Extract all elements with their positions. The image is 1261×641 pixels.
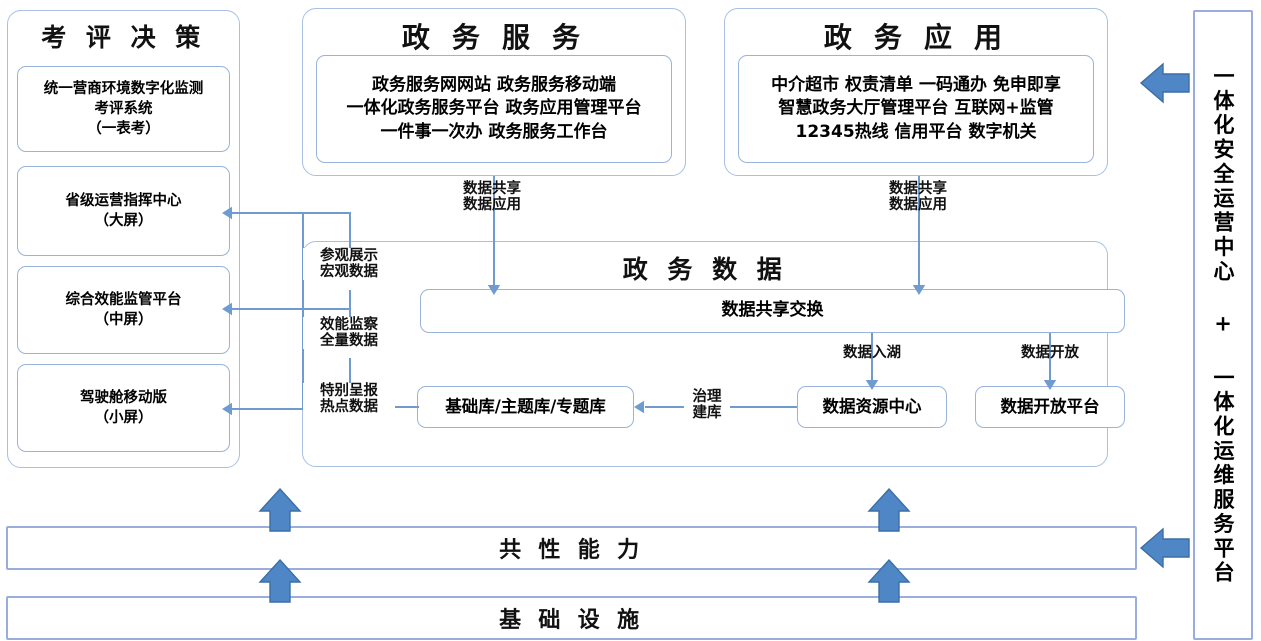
- connector-to-left-item-1: [228, 212, 350, 214]
- data-open-platform-box[interactable]: 数据开放平台: [975, 386, 1125, 428]
- gov-service-content: 政务服务网网站 政务服务移动端 一体化政务服务平台 政务应用管理平台 一件事一次…: [346, 74, 642, 142]
- gov-application-content: 中介超市 权责清单 一码通办 免申即享 智慧政务大厅管理平台 互联网+监管 12…: [771, 74, 1061, 142]
- gov-service-content-box[interactable]: 政务服务网网站 政务服务移动端 一体化政务服务平台 政务应用管理平台 一件事一次…: [316, 55, 672, 163]
- right-column-panel[interactable]: 一体化安全运营中心 + 一体化运维服务平台: [1193, 10, 1253, 640]
- label-share-apply-right: 数据共享 数据应用: [889, 181, 947, 214]
- left-item-1-label: 省级运营指挥中心 （大屏）: [65, 193, 182, 229]
- infrastructure-label: 基 础 设 施: [499, 608, 644, 633]
- data-resource-center-box[interactable]: 数据资源中心: [797, 386, 947, 428]
- data-exchange-box[interactable]: 数据共享交换: [420, 289, 1125, 333]
- down-arrowhead-icon-application: [912, 285, 926, 295]
- up-arrow-icon-right-top: [867, 487, 911, 532]
- left-arrowhead-icon-item1: [222, 206, 232, 220]
- gov-application-title: 政 务 应 用: [823, 21, 1009, 54]
- left-arrowhead-icon-library: [634, 400, 644, 414]
- left-column-title: 考 评 决 策: [41, 23, 206, 52]
- data-library-box[interactable]: 基础库/主题库/专题库: [417, 386, 634, 428]
- left-item-3-label: 驾驶舱移动版 （小屏）: [80, 390, 167, 426]
- label-share-apply-left: 数据共享 数据应用: [463, 181, 521, 214]
- up-arrow-icon-right-bottom: [867, 558, 911, 603]
- left-arrowhead-icon-item3: [222, 402, 232, 416]
- label-visit-display: 参观展示 宏观数据: [303, 248, 395, 281]
- data-resource-center-label: 数据资源中心: [822, 396, 922, 416]
- label-data-into-lake: 数据入湖: [843, 345, 901, 361]
- gov-data-title: 政 务 数 据: [622, 255, 788, 284]
- left-item-2-label: 综合效能监管平台 （中屏）: [65, 292, 182, 328]
- left-item-1[interactable]: 省级运营指挥中心 （大屏）: [17, 166, 230, 256]
- common-capability-bar[interactable]: 共 性 能 力: [6, 526, 1137, 570]
- data-exchange-label: 数据共享交换: [721, 300, 824, 321]
- common-capability-label: 共 性 能 力: [499, 538, 644, 563]
- connector-application-to-data: [918, 176, 920, 286]
- data-library-label: 基础库/主题库/专题库: [445, 396, 606, 416]
- up-arrow-icon-left-top: [258, 487, 302, 532]
- connector-trunk-efficiency: [349, 290, 351, 318]
- left-arrow-icon-top: [1139, 62, 1190, 104]
- data-open-platform-label: 数据开放平台: [1000, 396, 1100, 416]
- down-arrowhead-icon-service: [487, 285, 501, 295]
- infrastructure-bar[interactable]: 基 础 设 施: [6, 596, 1137, 640]
- connector-exchange-to-open: [1049, 333, 1051, 381]
- connector-to-left-item-3: [228, 408, 350, 410]
- connector-trunk-main: [302, 212, 304, 410]
- label-data-open: 数据开放: [1021, 345, 1079, 361]
- gov-service-title: 政 务 服 务: [401, 21, 587, 54]
- connector-trunk-visit: [349, 212, 351, 272]
- gov-data-panel: [302, 241, 1108, 467]
- left-arrowhead-icon-item2: [222, 302, 232, 316]
- left-item-0[interactable]: 统一营商环境数字化监测 考评系统 （一表考）: [17, 66, 230, 152]
- left-item-3[interactable]: 驾驶舱移动版 （小屏）: [17, 364, 230, 452]
- gov-application-content-box[interactable]: 中介超市 权责清单 一码通办 免申即享 智慧政务大厅管理平台 互联网+监管 12…: [738, 55, 1094, 163]
- connector-to-left-item-2: [228, 308, 350, 310]
- label-efficiency-supervision: 效能监察 全量数据: [303, 317, 395, 350]
- down-arrowhead-icon-lake: [865, 380, 879, 390]
- connector-service-to-data: [493, 176, 495, 286]
- down-arrowhead-icon-open: [1043, 380, 1057, 390]
- label-special-report: 特别呈报 热点数据: [303, 383, 395, 416]
- up-arrow-icon-left-bottom: [258, 558, 302, 603]
- left-item-0-label: 统一营商环境数字化监测 考评系统 （一表考）: [43, 81, 204, 137]
- left-item-2[interactable]: 综合效能监管平台 （中屏）: [17, 266, 230, 354]
- connector-trunk-special: [349, 358, 351, 384]
- connector-library-to-trunk: [395, 406, 419, 408]
- label-governance-build: 治理 建库: [684, 389, 730, 422]
- connector-exchange-to-resource: [871, 333, 873, 381]
- right-column-label: 一体化安全运营中心 + 一体化运维服务平台: [1211, 64, 1236, 586]
- left-arrow-icon-bottom: [1139, 527, 1190, 569]
